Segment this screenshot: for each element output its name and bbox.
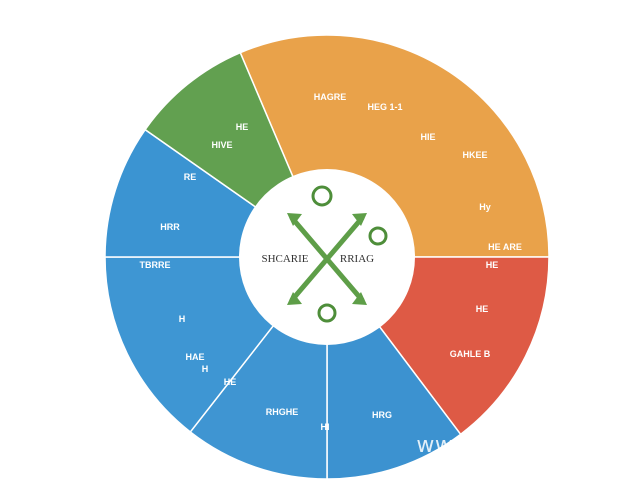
- segment-label-green-1: HIVE: [211, 140, 232, 150]
- center-left-label: SHCARIE: [261, 253, 308, 265]
- leaf-icon-right: [368, 226, 388, 246]
- segment-label-green-0: HE: [236, 122, 249, 132]
- segment-label-orange-3: HKEE: [462, 150, 487, 160]
- segment-label-orange-0: HAGRE: [314, 92, 347, 102]
- segment-label-red-3: GAHLE B: [450, 349, 491, 359]
- segment-label-orange-2: HIE: [420, 132, 435, 142]
- watermark-text: www.gdxmfw.com: [416, 433, 622, 458]
- green-x-cross-arrows-icon: [287, 185, 388, 323]
- segment-label-blue-upper-left-0: HRR: [160, 222, 180, 232]
- segment-label-red-0: HE ARE: [488, 242, 522, 252]
- segment-label-blue-left-2: HAE: [185, 352, 204, 362]
- segment-label-orange-1: HEG 1-1: [367, 102, 402, 112]
- segment-label-blue-lower-mid-0: RHGHE: [266, 407, 299, 417]
- segment-label-blue-left-4: HE: [224, 377, 237, 387]
- segment-label-blue-left-1: H: [179, 314, 186, 324]
- segment-label-blue-lower-mid-1: HI: [321, 422, 330, 432]
- segment-label-blue-lower-right-0: HRG: [372, 410, 392, 420]
- segment-label-red-2: HE: [476, 304, 489, 314]
- leaf-icon-bottom: [317, 303, 337, 323]
- segment-label-blue-left-3: H: [202, 364, 209, 374]
- segment-label-orange-4: Hy: [479, 202, 491, 212]
- segment-label-green-2: RE: [184, 172, 197, 182]
- center-right-label: RRIAG: [340, 253, 374, 265]
- leaf-icon-top: [311, 185, 333, 207]
- segment-label-red-1: HE: [486, 260, 499, 270]
- segment-label-blue-left-0: TBRRE: [140, 260, 171, 270]
